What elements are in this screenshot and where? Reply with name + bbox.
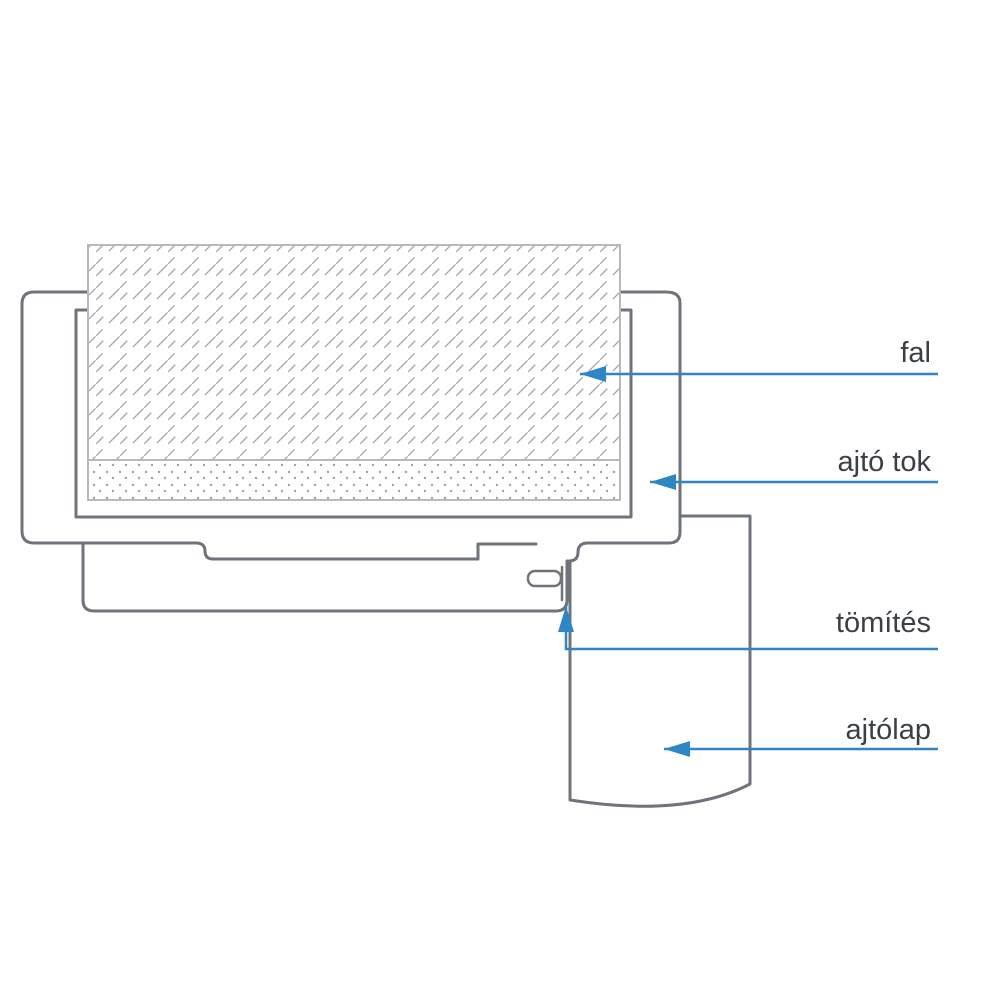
wall-hatched-section bbox=[87, 244, 621, 461]
frame-seam-line bbox=[81, 541, 538, 561]
door-leaf-shape bbox=[568, 514, 752, 808]
seal-label: tömítés bbox=[836, 607, 931, 639]
door-leaf-label: ajtólap bbox=[846, 714, 931, 746]
plaster-layer bbox=[87, 459, 621, 501]
frame-label: ajtó tok bbox=[838, 446, 932, 478]
wall-label: fal bbox=[900, 337, 931, 369]
seal-leader-line bbox=[558, 606, 938, 651]
seal-profile bbox=[526, 569, 563, 588]
